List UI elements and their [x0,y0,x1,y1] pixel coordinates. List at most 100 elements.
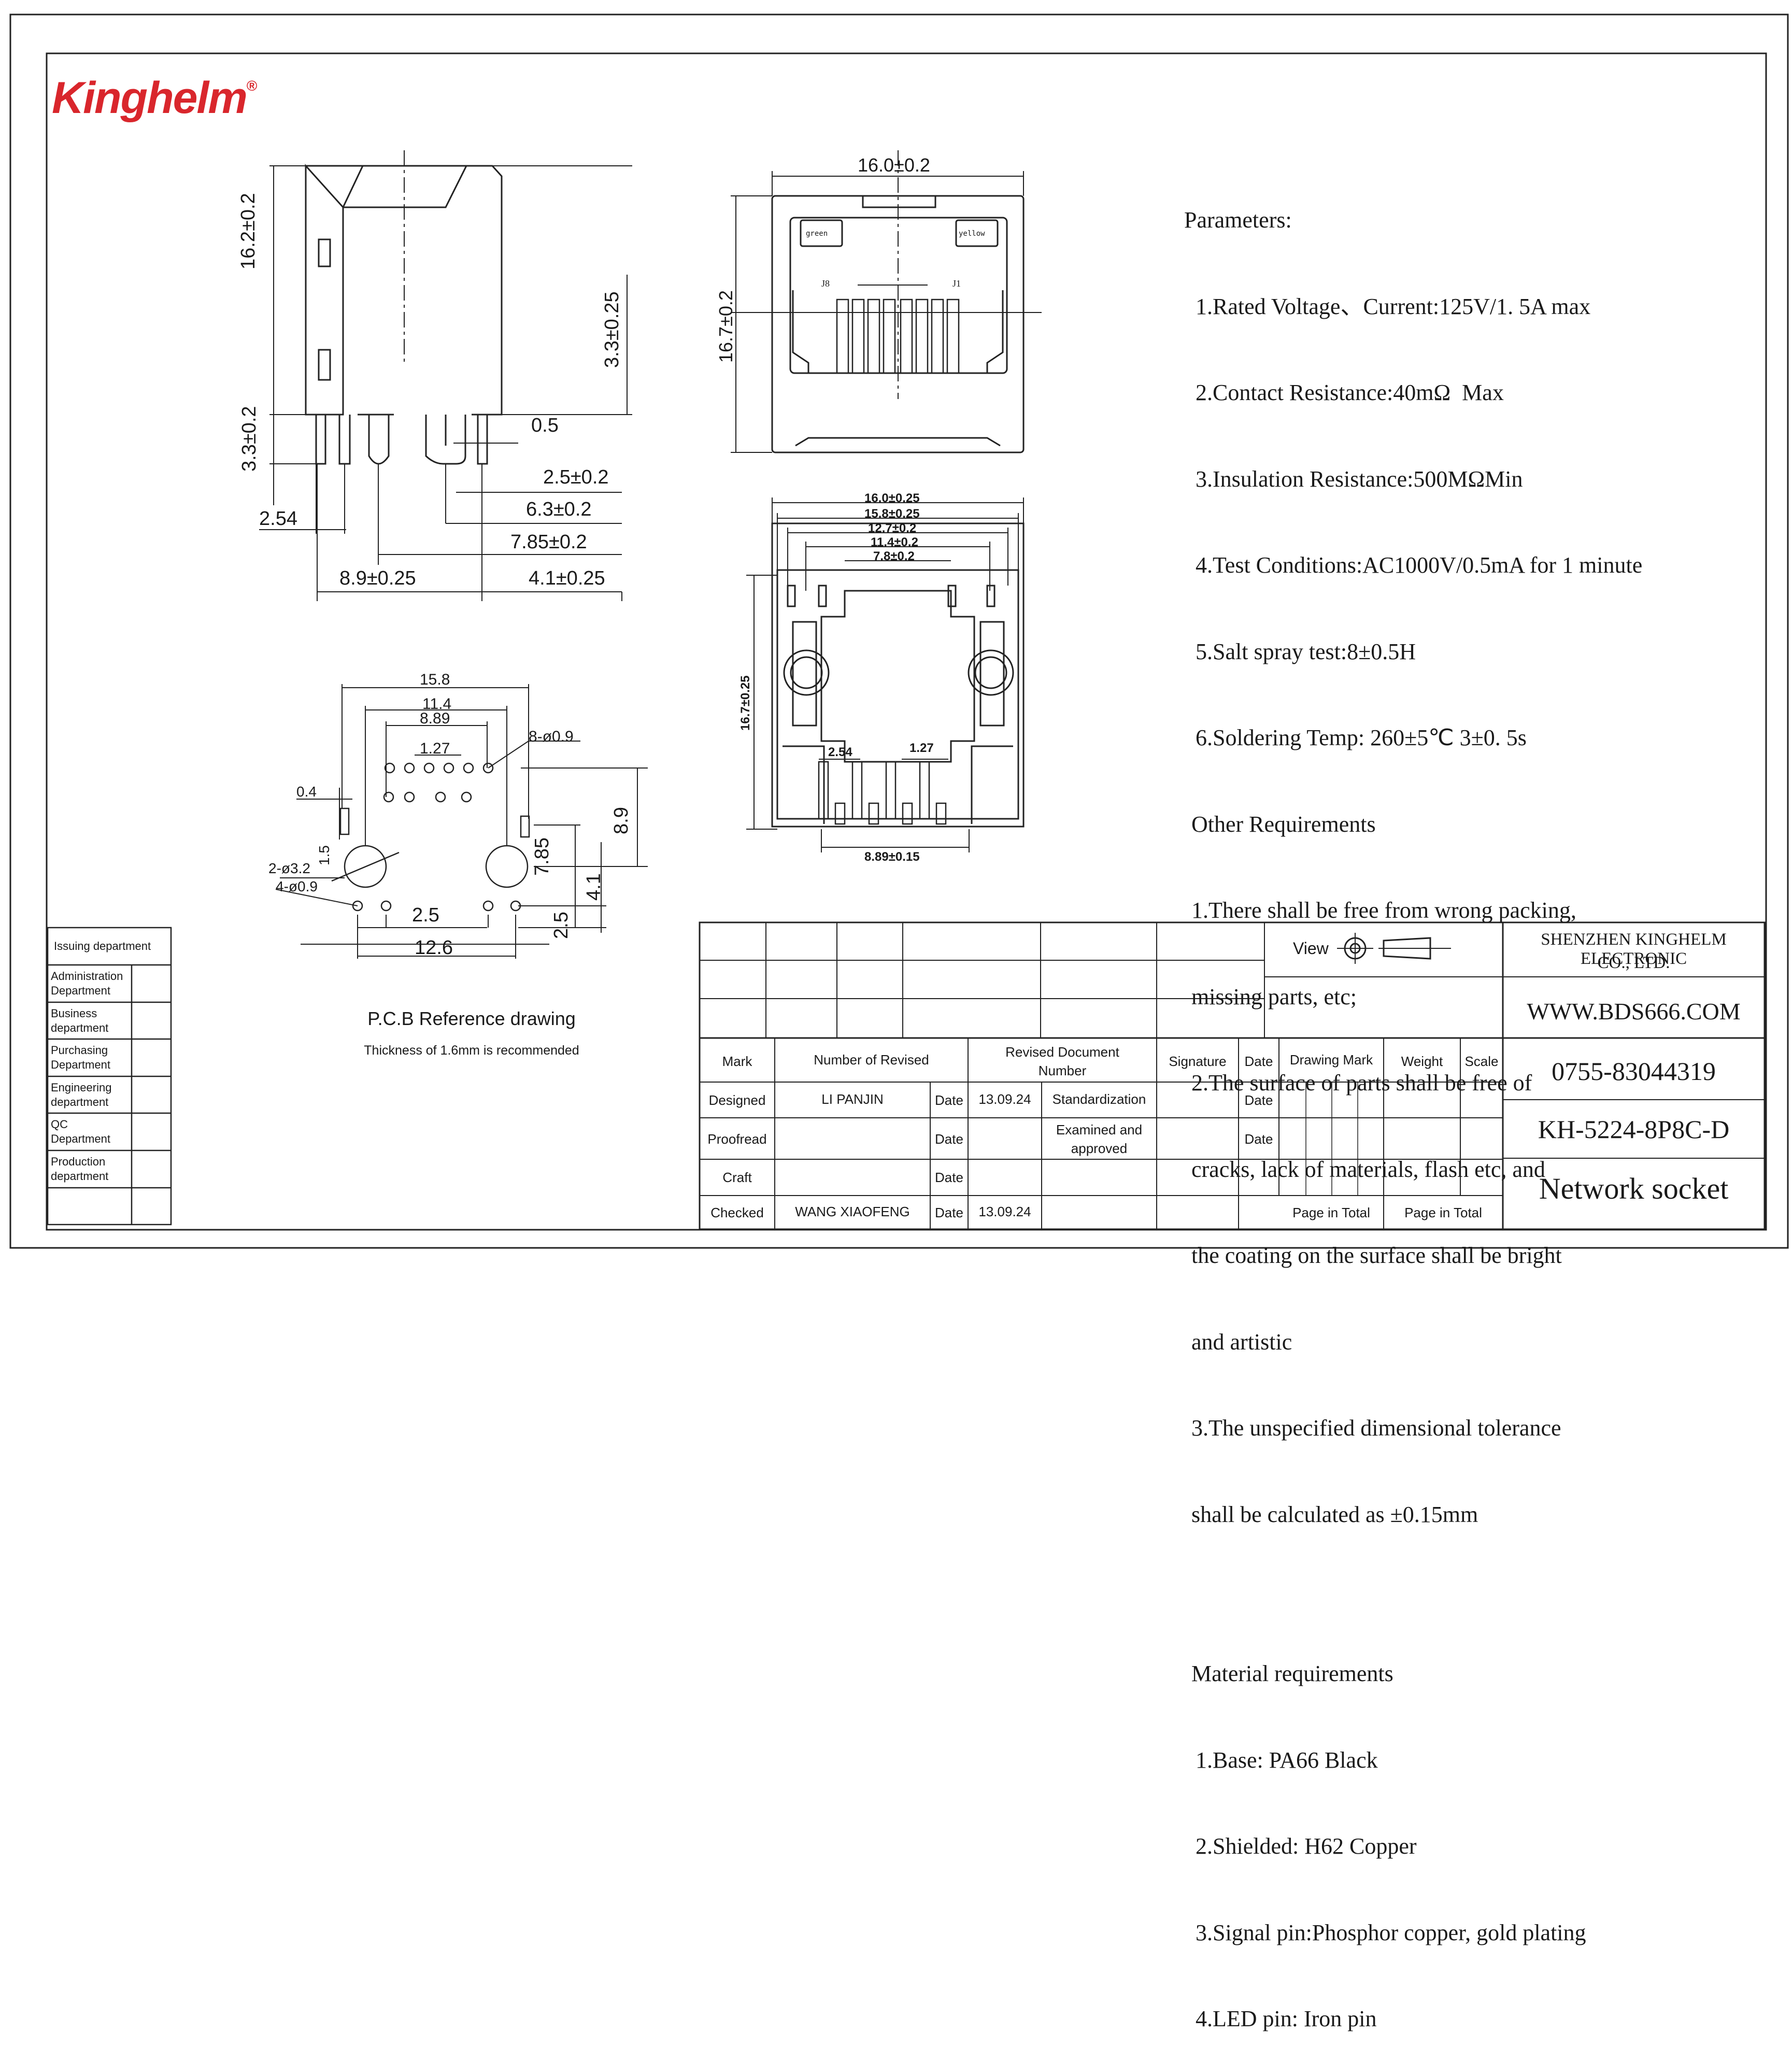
dept-purchasing-l1: Purchasing [51,1044,108,1057]
front-dims [731,171,1024,453]
other-2: missing parts, etc; [1191,984,1357,1009]
tb-proof-date-label: Date [935,1131,963,1147]
front-contacts [836,298,960,374]
tb-num-revised: Number of Revised [814,1052,929,1068]
dept-business-l1: Business [51,1007,97,1020]
dim-pcb-126: 12.6 [415,937,453,959]
tb-designed: Designed [708,1092,766,1108]
dim-bot-158: 15.8±0.25 [864,507,920,521]
dim-pcb-889: 8.89 [420,710,450,727]
tb-standardization: Standardization [1052,1091,1146,1107]
pcb-layout [331,762,530,912]
param-5: 5.Salt spray test:8±0.5H [1196,638,1416,664]
dim-pcb-114: 11.4 [422,695,452,713]
tb-signature: Signature [1169,1054,1227,1069]
dim-bot-h: 16.7±0.25 [738,675,752,731]
tb-craft: Craft [722,1170,752,1185]
drawing-linework [9,13,1789,1249]
dept-production-l2: department [51,1170,109,1183]
dim-bot-254: 2.54 [828,745,852,759]
dim-bot-127: 12.7±0.2 [868,521,917,535]
company-line1: SHENZHEN KINGHELM ELECTRONIC [1541,930,1727,968]
tb-std-date: Date [1244,1092,1273,1108]
tb-design-date: 13.09.24 [978,1091,1031,1107]
dept-admin-l1: Administration [51,970,123,983]
bottom-view [771,522,1025,828]
material-title: Material requirements [1191,1661,1393,1686]
tb-revised-doc-l2: Number [1038,1063,1087,1078]
dim-pcb-127: 1.27 [420,740,450,757]
other-3: 2.The surface of parts shall be free of [1191,1070,1532,1096]
material-2: 2.Shielded: H62 Copper [1196,1833,1417,1859]
tb-checker: WANG XIAOFENG [795,1204,910,1219]
website: WWW.BDS666.COM [1527,998,1741,1025]
dept-purchasing-l2: Department [51,1058,110,1071]
dim-side-top: 3.3±0.25 [601,291,623,368]
other-4: cracks, lack of materials, flash etc, an… [1191,1156,1545,1182]
tb-revised-doc-l1: Revised Document [1005,1044,1119,1060]
dim-63: 6.3±0.2 [526,499,592,520]
dept-admin-l2: Department [51,984,110,997]
tb-check-date-label: Date [935,1205,963,1220]
dim-bot-78: 7.8±0.2 [873,549,915,563]
dim-pcb-2holes: 2-ø3.2 [268,860,310,876]
dim-pitch: 2.54 [259,508,297,530]
notes-spacer [1184,1586,1642,1602]
other-1: 1.There shall be free from wrong packing… [1191,898,1576,923]
dept-business-l2: department [51,1021,109,1034]
dept-engineering-l2: department [51,1096,109,1108]
tb-design-date-label: Date [935,1092,963,1108]
side-dim-lines [259,165,632,601]
dim-pcb-25: 2.5 [412,904,439,926]
dim-pcb-41: 4.1 [583,873,605,901]
dim-pcb-4holes: 4-ø0.9 [276,878,318,894]
dim-25: 2.5±0.2 [543,466,609,488]
dept-qc-l2: Department [51,1132,110,1145]
dept-header: Issuing department [54,940,151,952]
dim-side-height: 16.2±0.2 [237,193,259,269]
other-title: Other Requirements [1191,811,1376,837]
dim-pcb-89: 8.9 [610,807,632,834]
dim-pcb-8holes: 8-ø0.9 [529,728,574,745]
tb-checked: Checked [710,1205,764,1220]
dim-pcb-15: 1.5 [316,845,332,865]
dim-89: 8.9±0.25 [339,567,416,589]
dept-qc-l1: QC [51,1118,68,1131]
front-view [731,150,1042,453]
pin-j1-label: J1 [952,278,961,289]
dim-bot-127b: 1.27 [909,741,934,755]
title-block-lines [699,921,1766,1230]
part-number: KH-5224-8P8C-D [1538,1115,1730,1144]
tb-proofread: Proofread [707,1131,767,1147]
kinghelm-logo: Kinghelm® [52,73,257,123]
side-view [305,150,503,465]
dim-side-pin-len: 3.3±0.2 [238,406,260,472]
dim-front-h: 16.7±0.2 [715,290,736,363]
tb-mark: Mark [722,1054,752,1069]
other-8: shall be calculated as ±0.15mm [1191,1501,1478,1527]
param-2: 2.Contact Resistance:40mΩ Max [1196,380,1504,405]
param-6: 6.Soldering Temp: 260±5℃ 3±0. 5s [1196,725,1527,750]
tb-page-total-1: Page in Total [1292,1205,1370,1220]
bottom-pins [818,761,947,825]
tb-examined-l1: Examined and [1056,1122,1143,1137]
params-title: Parameters: [1184,207,1292,233]
dim-side-pin-w: 0.5 [531,415,559,436]
material-3: 3.Signal pin:Phosphor copper, gold plati… [1196,1919,1586,1945]
dim-bot-114: 11.4±0.2 [871,535,918,549]
bottom-dims [746,497,1024,852]
dim-bot-160: 16.0±0.25 [864,491,920,505]
param-3: 3.Insulation Resistance:500MΩMin [1196,466,1523,492]
dept-engineering-l1: Engineering [51,1081,112,1094]
dim-pcb-04: 0.4 [296,784,317,800]
tb-examined-l2: approved [1071,1141,1128,1156]
pcb-caption: P.C.B Reference drawing [367,1008,576,1029]
material-4: 4.LED pin: Iron pin [1196,2006,1377,2031]
pin-j8-label: J8 [821,278,830,289]
other-5: the coating on the surface shall be brig… [1191,1243,1562,1268]
company-line2: CO., LTD. [1597,954,1670,972]
